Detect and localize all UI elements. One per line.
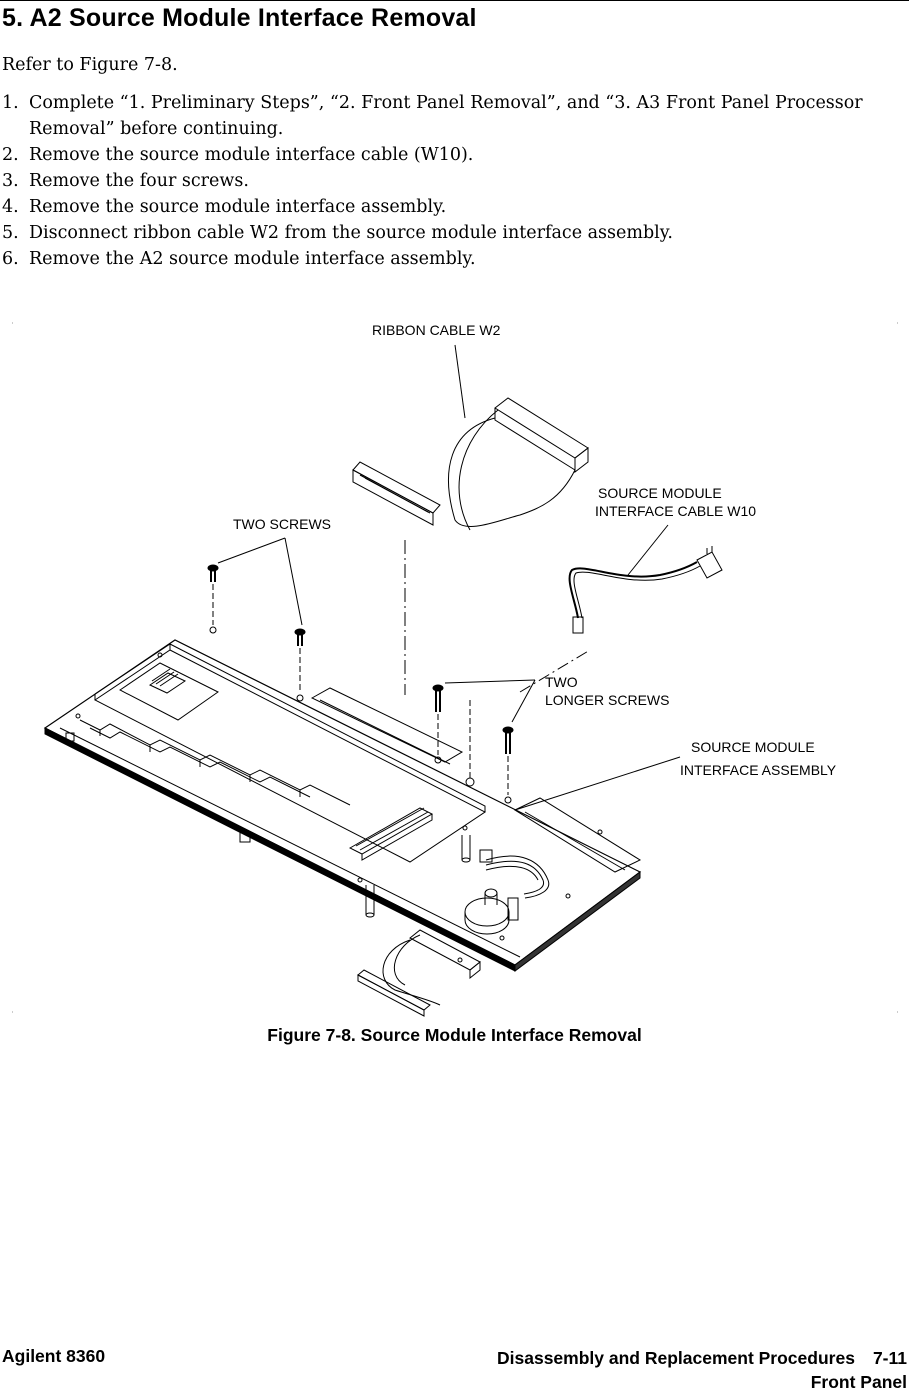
step-item: 4. Remove the source module interface ass… (2, 194, 882, 220)
step-number: 2. (2, 145, 19, 165)
step-text: Remove the four screws. (29, 171, 249, 191)
corner-marks (12, 322, 898, 1013)
source-module-interface-assembly (43, 626, 642, 972)
step-text: Remove the source module interface assem… (29, 197, 447, 217)
exploded-view-figure: RIBBON CABLE W2 SOURCE MODULE INTERFACE … (0, 300, 909, 1030)
screw (207, 564, 219, 625)
screw (294, 628, 306, 693)
step-item: 5. Disconnect ribbon cable W2 from the so… (2, 220, 882, 246)
label-longer-screws-line1: TWO (545, 674, 578, 690)
label-assembly-line2: INTERFACE ASSEMBLY (680, 762, 837, 778)
step-number: 4. (2, 197, 19, 217)
step-number: 1. (2, 93, 19, 113)
footer-chapter: Disassembly and Replacement Procedures 7-… (497, 1346, 907, 1394)
label-smi-cable-line2: INTERFACE CABLE W10 (595, 503, 756, 519)
screws (207, 564, 514, 795)
step-item: 6. Remove the A2 source module interface … (2, 246, 882, 272)
page-number: 7-11 (872, 1348, 907, 1368)
step-item: 1. Complete “1. Preliminary Steps”, “2. F… (2, 90, 882, 142)
footer-product: Agilent 8360 (2, 1346, 106, 1366)
leader-lines (217, 344, 681, 811)
ribbon-cable-bottom (357, 929, 481, 1017)
callout-labels: RIBBON CABLE W2 SOURCE MODULE INTERFACE … (233, 322, 837, 778)
figure-caption: Figure 7-8. Source Module Interface Remo… (267, 1025, 642, 1045)
step-text: Complete “1. Preliminary Steps”, “2. Fro… (29, 93, 863, 139)
step-item: 3. Remove the four screws. (2, 168, 882, 194)
step-text: Disconnect ribbon cable W2 from the sour… (29, 223, 673, 243)
longer-screw (502, 726, 514, 795)
intro-text: Refer to Figure 7-8. (2, 55, 178, 75)
step-number: 5. (2, 223, 19, 243)
label-smi-cable-line1: SOURCE MODULE (598, 485, 722, 501)
procedure-steps: 1. Complete “1. Preliminary Steps”, “2. F… (2, 90, 882, 272)
ribbon-cable-w2 (352, 397, 589, 695)
step-item: 2. Remove the source module interface cab… (2, 142, 882, 168)
label-two-screws: TWO SCREWS (233, 516, 331, 532)
footer-chapter-title: Disassembly and Replacement Procedures (497, 1348, 855, 1368)
top-rule (0, 0, 909, 1)
label-ribbon-cable: RIBBON CABLE W2 (372, 322, 501, 338)
step-number: 3. (2, 171, 19, 191)
footer-subsection: Front Panel (810, 1372, 907, 1392)
step-number: 6. (2, 249, 19, 269)
label-assembly-line1: SOURCE MODULE (691, 739, 815, 755)
step-text: Remove the A2 source module interface as… (29, 249, 476, 269)
label-longer-screws-line2: LONGER SCREWS (545, 692, 669, 708)
longer-screw (432, 684, 444, 755)
exploded-view-drawing: RIBBON CABLE W2 SOURCE MODULE INTERFACE … (12, 322, 898, 1017)
section-title: 5. A2 Source Module Interface Removal (2, 4, 477, 32)
step-text: Remove the source module interface cable… (29, 145, 474, 165)
source-module-interface-cable-w10 (519, 546, 723, 693)
